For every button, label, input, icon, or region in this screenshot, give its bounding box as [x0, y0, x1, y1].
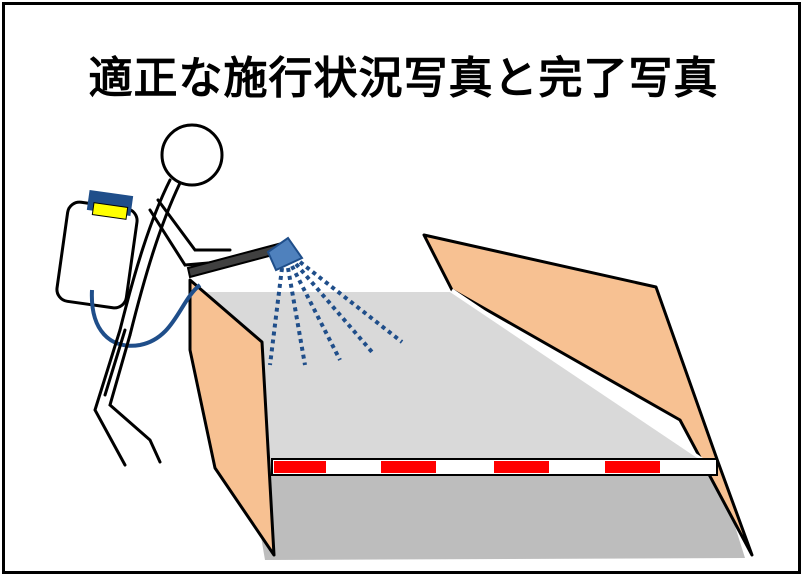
- spray-nozzle-icon: [266, 236, 304, 272]
- floor-lower: [250, 472, 745, 560]
- warning-tape-icon: [271, 458, 718, 476]
- left-panel: [188, 278, 276, 557]
- spray-mist-icon: [268, 260, 404, 366]
- diagram-title: 適正な施行状況写真と完了写真: [88, 53, 719, 104]
- backpack-sprayer-icon: [55, 190, 202, 348]
- spray-lance-icon: [186, 241, 286, 279]
- floor-upper: [190, 292, 718, 472]
